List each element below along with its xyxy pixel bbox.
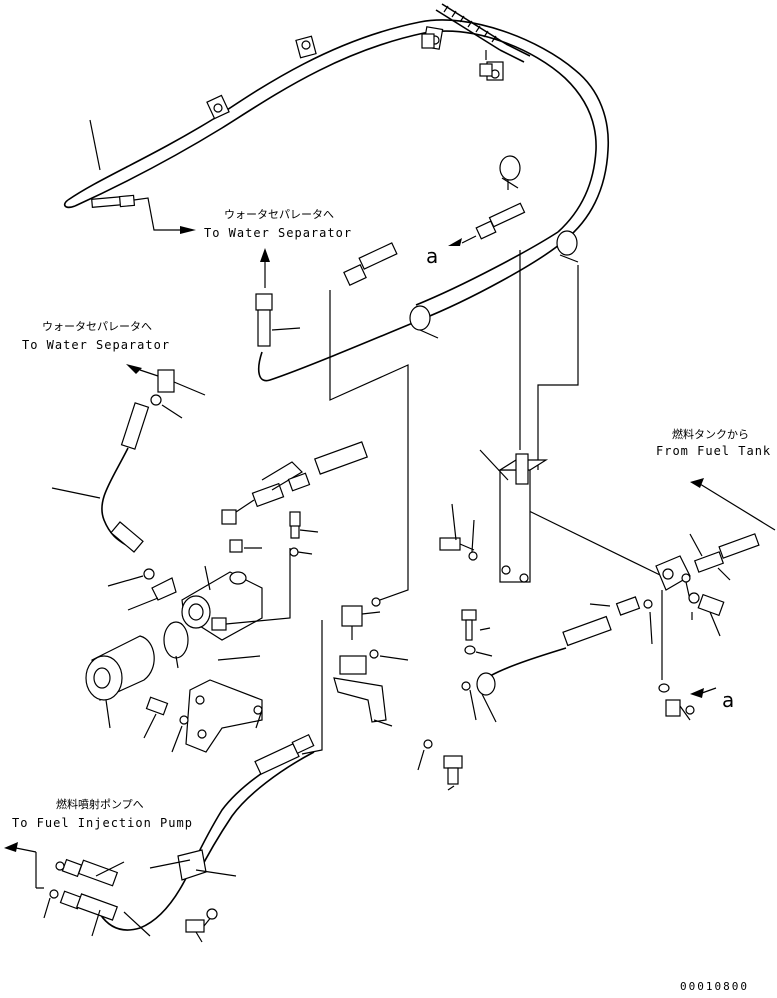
- hose-clip: [295, 35, 317, 59]
- vertical-bracket: [439, 449, 549, 583]
- hose-clip: [499, 155, 521, 190]
- water-separator-label-ja-top: ウォータセパレータへ: [224, 208, 334, 221]
- water-separator-label-ja-left: ウォータセパレータへ: [42, 320, 152, 333]
- lower-bracket: [143, 655, 263, 753]
- hose-clip: [409, 305, 439, 339]
- reference-mark-a-bottom: a: [722, 688, 735, 712]
- injection-pump-line: [99, 609, 493, 943]
- water-separator-label-en-top: To Water Separator: [204, 226, 353, 240]
- fuel-tank-label-ja: 燃料タンクから: [672, 428, 749, 441]
- fuel-tank-connector: [461, 478, 776, 723]
- injection-pump-label-en: To Fuel Injection Pump: [12, 816, 193, 830]
- drawing-code: 00010800: [680, 980, 749, 993]
- fuel-filter-assembly: [85, 548, 291, 729]
- connector-lines: [329, 250, 663, 680]
- fuel-tank-label-en: From Fuel Tank: [656, 444, 772, 458]
- hose-clip: [206, 94, 230, 120]
- water-separator-label-en-left: To Water Separator: [22, 338, 171, 352]
- hose-clip: [556, 230, 579, 263]
- upper-small-fittings: [421, 33, 493, 77]
- upper-hose-loop: [63, 3, 610, 382]
- upper-hose-end: [91, 194, 196, 234]
- injection-pump-fittings: [4, 842, 125, 937]
- injection-pump-label-ja: 燃料噴射ポンプへ: [56, 798, 144, 811]
- hose-fittings-right: [343, 202, 526, 286]
- spiral-guard: [435, 3, 531, 63]
- center-bracket: [333, 597, 409, 727]
- drain-valve-assembly: [221, 441, 368, 557]
- vertical-hose-fitting: [255, 248, 301, 347]
- reference-mark-a-top: a: [426, 244, 439, 268]
- left-water-sep-line: [51, 364, 206, 587]
